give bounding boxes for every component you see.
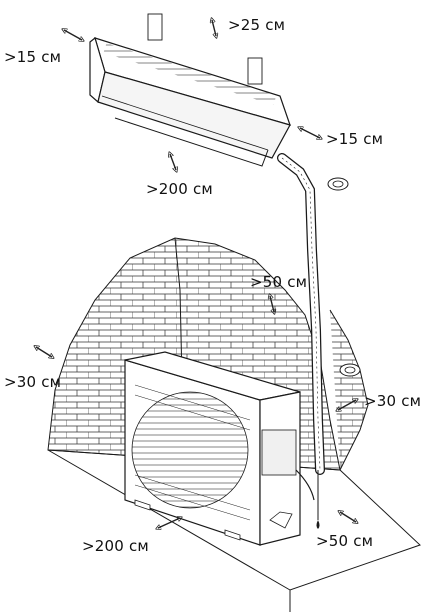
indoor-unit: [89, 13, 291, 167]
label-right-indoor-clearance: >15 см: [326, 130, 384, 148]
label-front-outdoor-clearance: >200 см: [82, 537, 149, 555]
label-left-indoor-clearance: >15 см: [4, 48, 62, 66]
label-bottom-right-clearance: >50 см: [316, 532, 374, 550]
outdoor-unit: [124, 351, 315, 546]
arrow-right-outdoor: [338, 400, 356, 410]
label-right-outdoor-clearance: >30 см: [364, 392, 422, 410]
clearance-arrows: [36, 20, 356, 528]
label-wall-top-clearance: >50 см: [250, 273, 308, 291]
arrow-bottom-right: [340, 512, 356, 522]
label-top-clearance: >25 см: [228, 16, 286, 34]
label-below-indoor-clearance: >200 см: [146, 180, 213, 198]
label-left-outdoor-clearance: >30 см: [4, 373, 62, 391]
arrow-left-indoor: [64, 30, 82, 40]
arrow-left-outdoor: [36, 347, 52, 357]
arrow-right-indoor: [300, 128, 320, 138]
arrow-below-indoor: [170, 154, 176, 170]
refrigerant-pipe: [277, 153, 361, 529]
arrow-top: [212, 20, 216, 36]
arrow-wall-top: [270, 296, 274, 312]
arrow-front-outdoor: [158, 518, 180, 528]
